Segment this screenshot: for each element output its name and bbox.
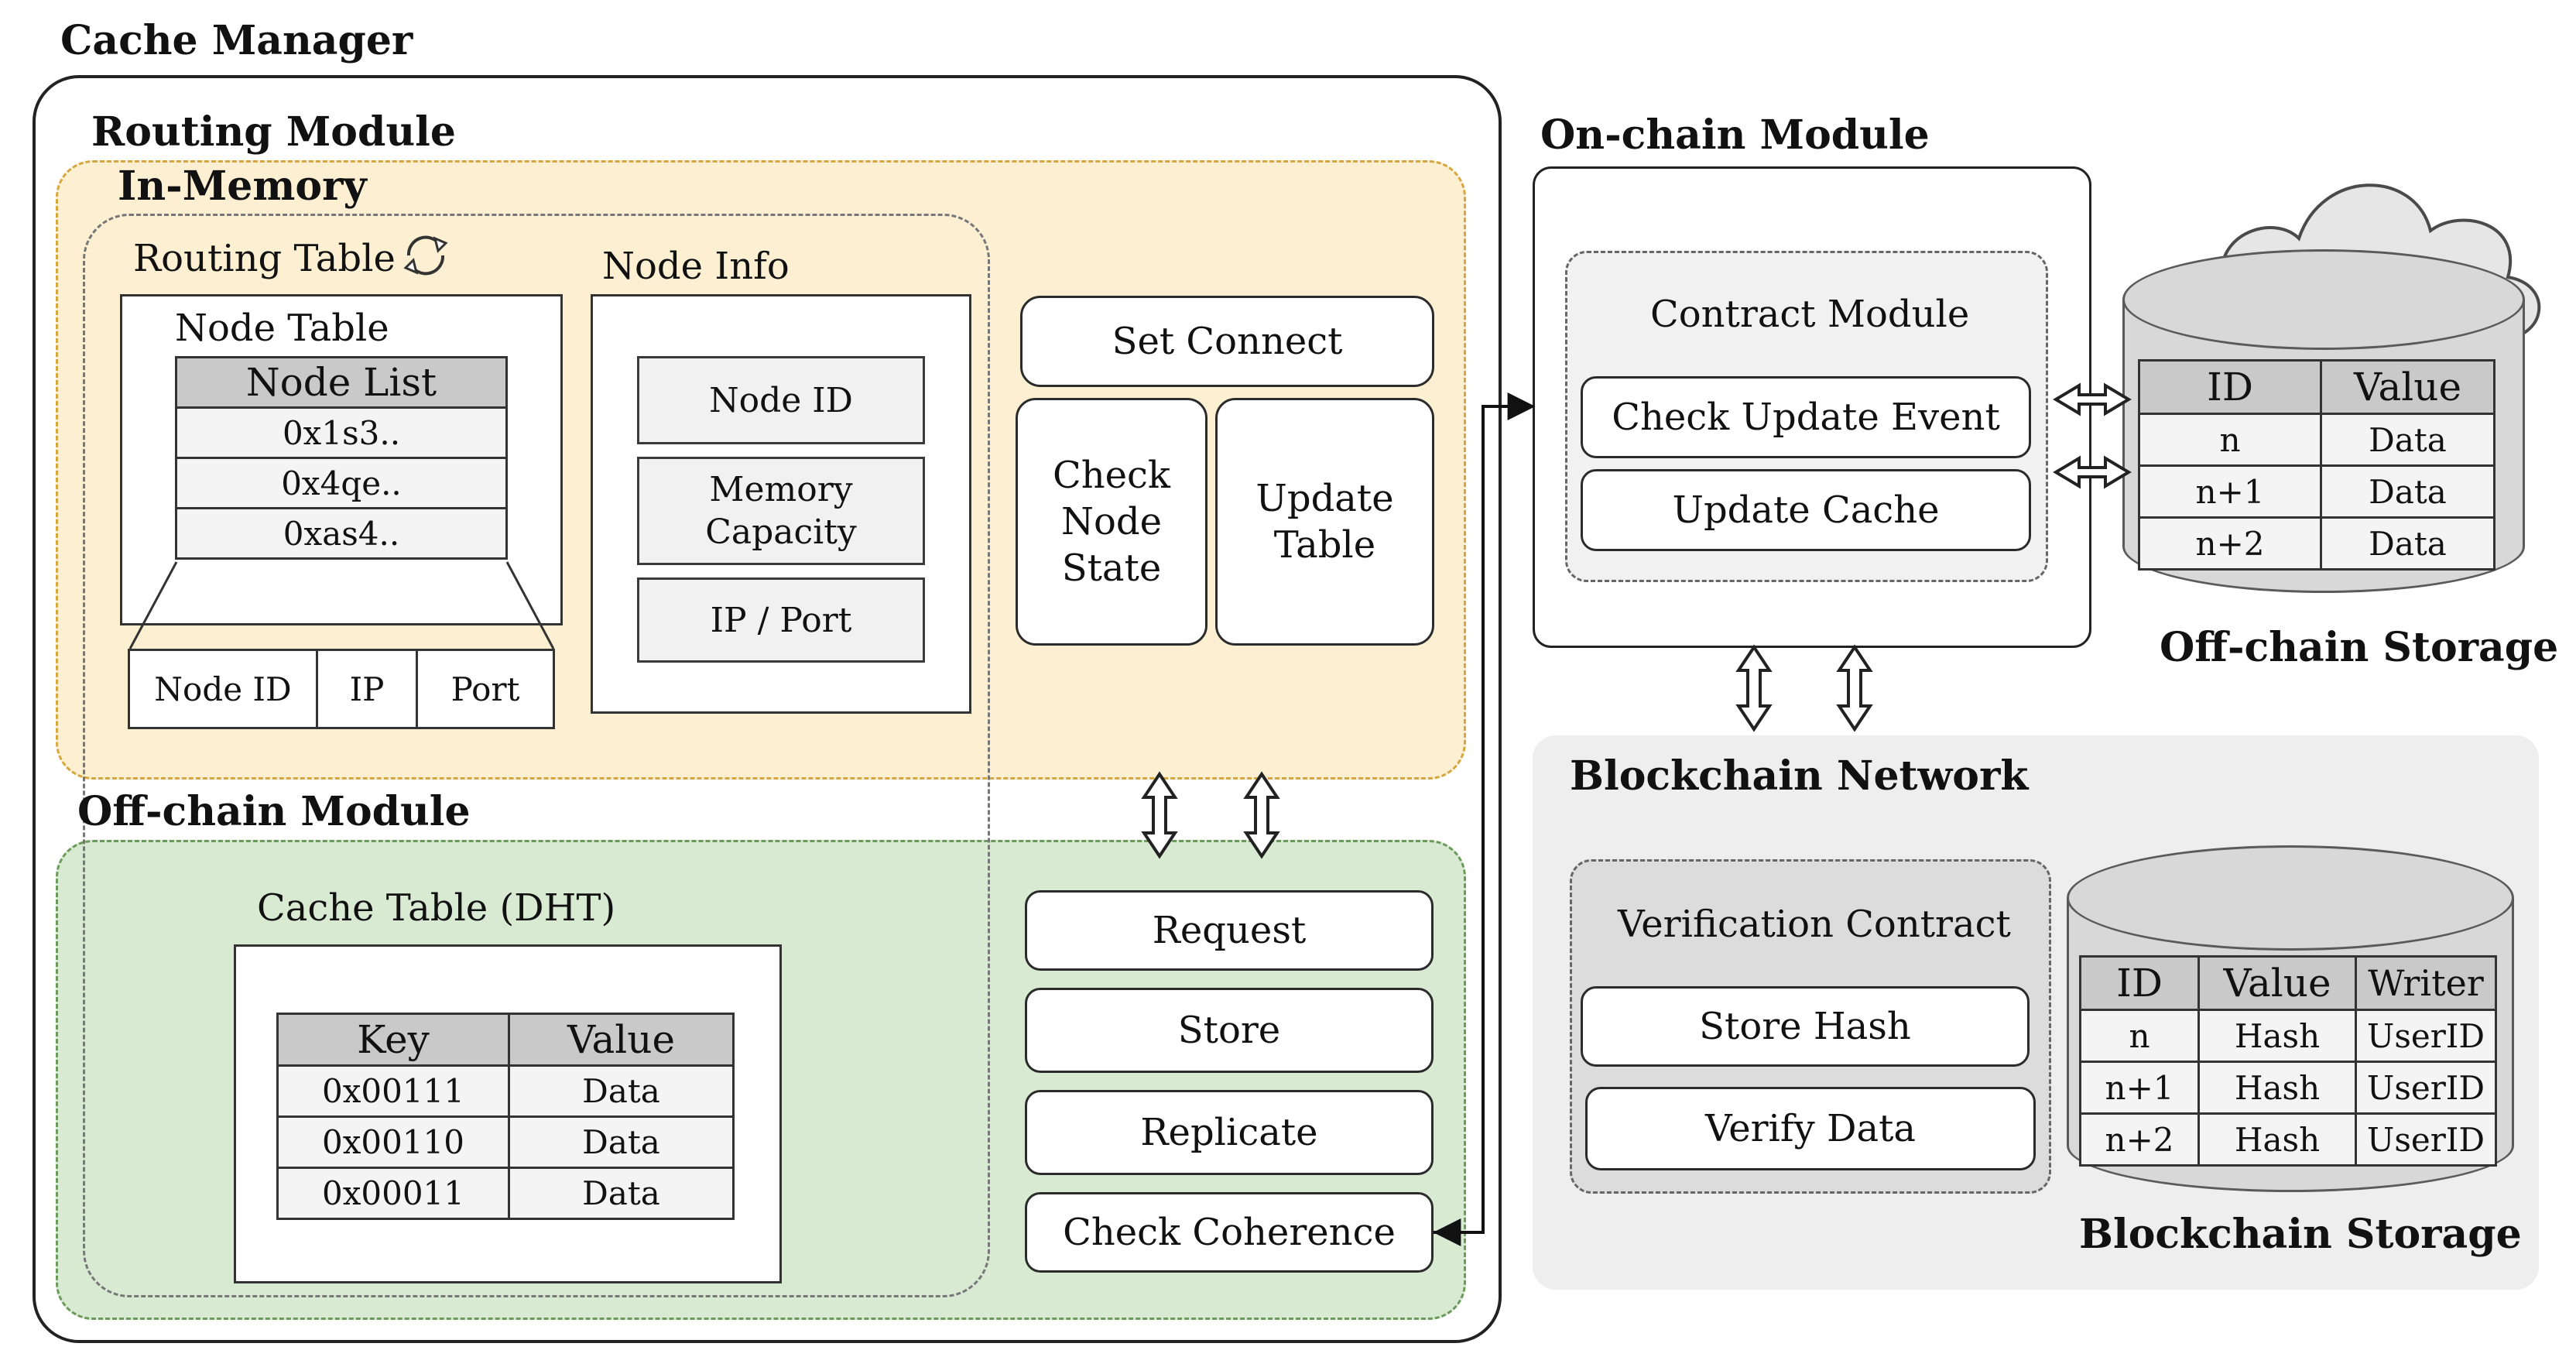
port-column: Port (450, 670, 520, 708)
update-table-box: Update Table (1215, 398, 1434, 646)
request-box: Request (1025, 890, 1434, 971)
blockchain-storage-cell: n+1 (2079, 1061, 2200, 1115)
off-chain-storage-cell: n (2138, 413, 2322, 467)
ip-column: IP (318, 651, 418, 727)
refresh-icon (403, 235, 448, 276)
blockchain-storage-cell: Hash (2197, 1112, 2357, 1167)
funnel-line-left (128, 561, 178, 649)
off-chain-storage-cylinder-top (2122, 249, 2525, 350)
routing-module-title: Routing Module (91, 108, 456, 156)
blockchain-storage-header: Writer (2355, 955, 2497, 1011)
cache-table-cell: Data (508, 1115, 735, 1169)
update-cache-box: Update Cache (1581, 469, 2031, 551)
off-chain-storage-header: Value (2320, 359, 2496, 415)
double-arrow-horizontal (2053, 382, 2132, 489)
off-chain-storage-cell: Data (2320, 464, 2496, 519)
cache-table-cell: 0x00111 (276, 1064, 510, 1118)
cache-table-cell: Data (508, 1167, 735, 1220)
node-list-item: 0xas4.. (175, 507, 508, 560)
node-list-table: Node List 0x1s3.. 0x4qe.. 0xas4.. (175, 356, 508, 560)
routing-table-dashed-region (83, 214, 990, 1297)
cache-table-cell: Data (508, 1064, 735, 1118)
off-chain-storage-header: ID (2138, 359, 2322, 415)
blockchain-storage-cell: UserID (2355, 1112, 2497, 1167)
node-info-node-id: Node ID (637, 356, 925, 444)
blockchain-storage-cell: UserID (2355, 1061, 2497, 1115)
cache-manager-title: Cache Manager (60, 17, 413, 64)
blockchain-storage-title: Blockchain Storage (2079, 1211, 2522, 1258)
blockchain-network-title: Blockchain Network (1570, 752, 2029, 800)
node-info-title: Node Info (602, 245, 790, 288)
blockchain-storage-cell: UserID (2355, 1009, 2497, 1063)
verify-data-box: Verify Data (1585, 1087, 2036, 1170)
check-coherence-box: Check Coherence (1025, 1192, 1434, 1273)
routing-table-title: Routing Table (133, 237, 396, 280)
store-box: Store (1025, 988, 1434, 1073)
on-chain-module-title: On-chain Module (1540, 111, 1930, 159)
node-list-item: 0x4qe.. (175, 457, 508, 509)
blockchain-storage-header: ID (2079, 955, 2200, 1011)
node-detail-row: Node ID IP Port (128, 649, 555, 729)
blockchain-storage-header: Value (2197, 955, 2357, 1011)
node-info-memory-capacity: Memory Capacity (637, 457, 925, 565)
off-chain-storage-cell: n+2 (2138, 516, 2322, 571)
funnel-line-right (505, 561, 555, 649)
cache-table-header: Key (276, 1013, 510, 1067)
cache-table-title: Cache Table (DHT) (257, 886, 616, 930)
in-memory-title: In-Memory (118, 163, 367, 210)
off-chain-storage-title: Off-chain Storage (2160, 624, 2559, 671)
off-chain-module-title: Off-chain Module (77, 788, 471, 835)
store-hash-box: Store Hash (1581, 986, 2030, 1067)
blockchain-storage-cell: n+2 (2079, 1112, 2200, 1167)
coherence-connector (1434, 392, 1536, 1234)
node-list-header: Node List (175, 356, 508, 409)
cache-table-header: Value (508, 1013, 735, 1067)
node-id-column: Node ID (130, 651, 318, 727)
blockchain-storage-cell: n (2079, 1009, 2200, 1063)
verification-contract-title: Verification Contract (1618, 903, 2011, 946)
cache-table-cell: 0x00011 (276, 1167, 510, 1220)
node-info-ip-port: IP / Port (637, 577, 925, 663)
check-node-state-box: Check Node State (1016, 398, 1208, 646)
blockchain-storage-cylinder-top (2067, 845, 2514, 951)
node-list-item: 0x1s3.. (175, 406, 508, 459)
blockchain-storage-cell: Hash (2197, 1009, 2357, 1063)
double-arrow-vertical (1141, 644, 1873, 859)
off-chain-storage-cell: Data (2320, 413, 2496, 467)
check-update-event-box: Check Update Event (1581, 376, 2031, 458)
off-chain-storage-cell: n+1 (2138, 464, 2322, 519)
off-chain-storage-cell: Data (2320, 516, 2496, 571)
cache-manager-frame (33, 75, 1502, 1343)
contract-module-title: Contract Module (1650, 293, 1970, 336)
blockchain-storage-cell: Hash (2197, 1061, 2357, 1115)
cache-table-cell: 0x00110 (276, 1115, 510, 1169)
replicate-box: Replicate (1025, 1090, 1434, 1175)
node-table-title: Node Table (175, 307, 389, 350)
set-connect-box: Set Connect (1020, 296, 1434, 387)
